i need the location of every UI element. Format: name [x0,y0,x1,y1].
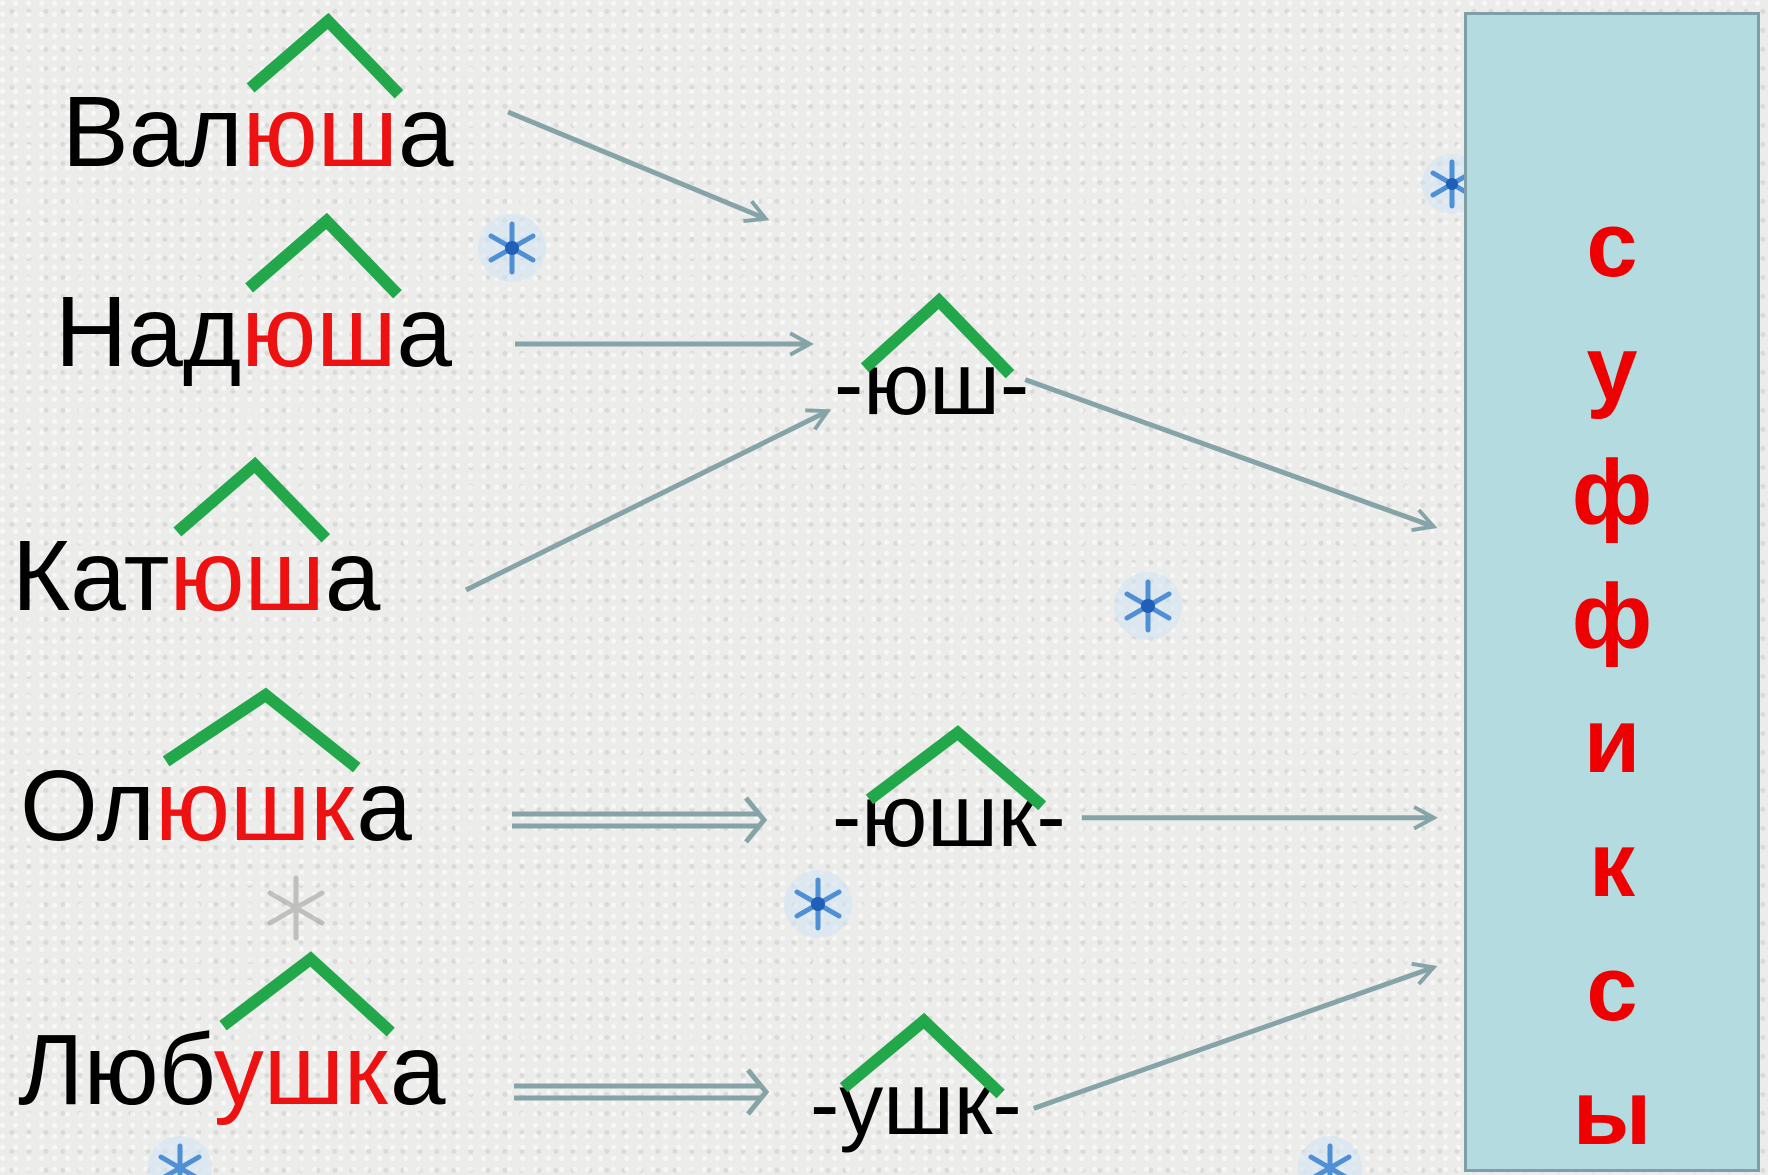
word-suffix: юш [241,276,397,388]
snowflake-icon [1298,1136,1362,1175]
panel-letter: к [1588,814,1636,916]
panel-letters: с у ф ф и к с ы [1467,183,1757,1175]
word-ending: а [397,76,454,188]
snowflake-icon [784,870,852,938]
word-root: Ол [20,750,156,862]
word-ending: а [356,750,412,862]
suffix-panel: с у ф ф и к с ы [1464,12,1760,1172]
word-root: Вал [62,76,243,188]
name-word: Любушка [18,1020,446,1120]
suffix-label: -юшк- [832,766,1066,865]
word-ending: а [396,276,453,388]
panel-letter: с [1586,194,1638,296]
name-word: Катюша [12,526,380,626]
word-ending: а [389,1014,446,1126]
name-word: Олюшка [20,756,412,856]
panel-letter: у [1586,318,1638,420]
snowflake-icon [1114,572,1182,640]
snowflake-icon [478,214,546,282]
word-root: Кат [12,520,170,632]
panel-letter: и [1583,690,1641,792]
snowflake-icon [148,1136,212,1175]
panel-letter: ы [1572,1062,1652,1164]
suffix-label: -юш- [834,334,1030,433]
name-word: Надюша [55,282,452,382]
word-suffix: юшк [155,750,357,862]
name-word: Валюша [62,82,454,182]
word-root: Над [55,276,242,388]
snowflake-icon [267,875,325,941]
panel-letter: ф [1571,442,1653,544]
word-ending: а [324,520,381,632]
word-root: Люб [18,1014,214,1126]
panel-letter: с [1586,938,1638,1040]
suffix-label: -ушк- [810,1054,1022,1153]
panel-letter: ф [1571,566,1653,668]
word-suffix: ушк [213,1014,390,1126]
word-suffix: юш [169,520,325,632]
word-suffix: юш [242,76,398,188]
